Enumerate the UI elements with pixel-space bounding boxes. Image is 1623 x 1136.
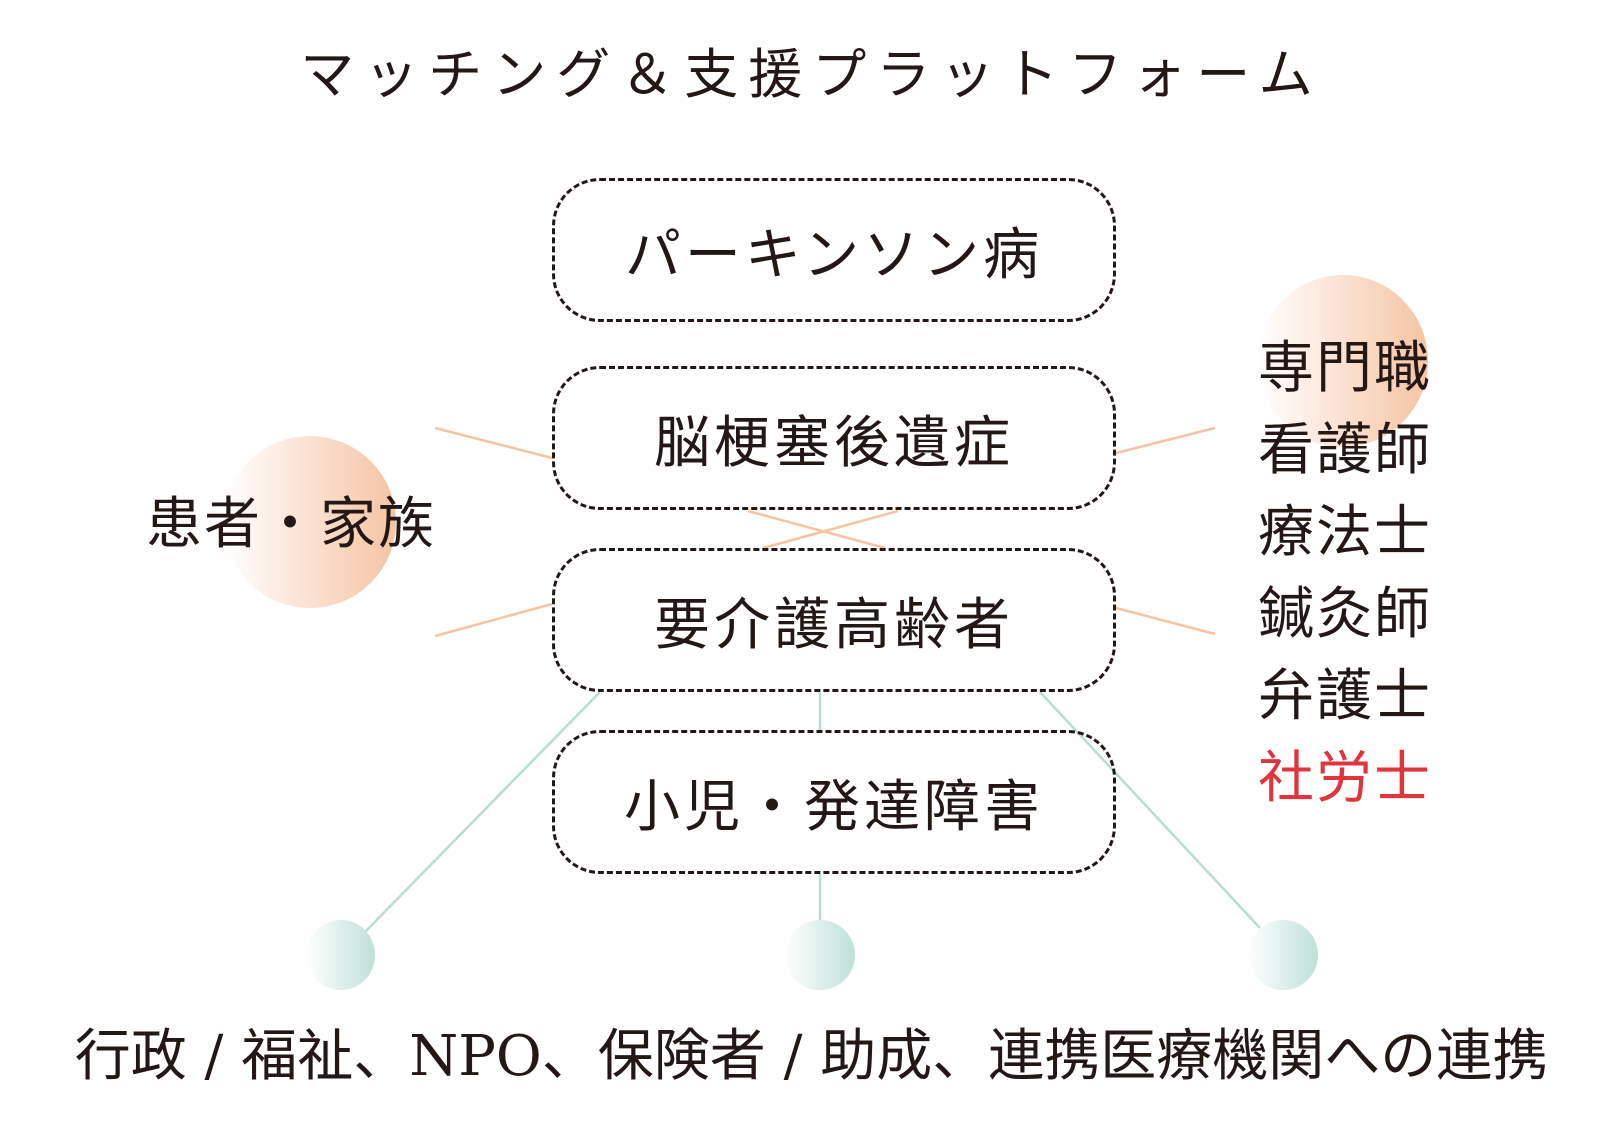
partner-node-right	[1248, 920, 1318, 990]
patient-circle	[224, 436, 396, 608]
condition-label: 小児・発達障害	[624, 774, 1044, 840]
patient-family-label: 患者・家族	[146, 492, 436, 557]
professional-circle	[1258, 275, 1428, 447]
professional-heading: 専門職	[1258, 336, 1432, 401]
condition-label: 脳梗塞後遺症	[654, 410, 1014, 476]
condition-label: パーキンソン病	[624, 222, 1044, 288]
professional-list: 専門職 看護師 療法士 鍼灸師 弁護士 社労士	[1258, 328, 1432, 820]
condition-box-stroke: 脳梗塞後遺症	[552, 366, 1116, 510]
professional-item-highlighted: 社労士	[1258, 746, 1432, 811]
connector-cross-a	[747, 509, 886, 550]
professional-item: 療法士	[1258, 500, 1432, 565]
condition-box-pediatric: 小児・発達障害	[552, 730, 1116, 874]
professional-item: 鍼灸師	[1258, 582, 1432, 647]
connector-patient-to-stroke	[434, 426, 553, 460]
connector-teal-left	[363, 691, 601, 934]
condition-box-parkinsons: パーキンソン病	[552, 178, 1116, 322]
connector-patient-to-elderly	[434, 602, 553, 638]
partner-node-left	[307, 920, 375, 990]
diagram-title: マッチング＆支援プラットフォーム	[300, 43, 1323, 106]
professional-item: 弁護士	[1258, 664, 1432, 729]
professional-item: 看護師	[1258, 418, 1432, 483]
partner-node-center	[785, 920, 855, 990]
connector-cross-b	[762, 509, 899, 550]
connector-stroke-to-pro	[1115, 426, 1216, 455]
condition-box-elderly-care: 要介護高齢者	[552, 548, 1116, 692]
connector-elderly-to-pro	[1115, 606, 1216, 636]
condition-label: 要介護高齢者	[654, 592, 1014, 658]
partner-organizations-label: 行政 / 福祉、NPO、保険者 / 助成、連携医療機関への連携	[74, 1024, 1549, 1089]
